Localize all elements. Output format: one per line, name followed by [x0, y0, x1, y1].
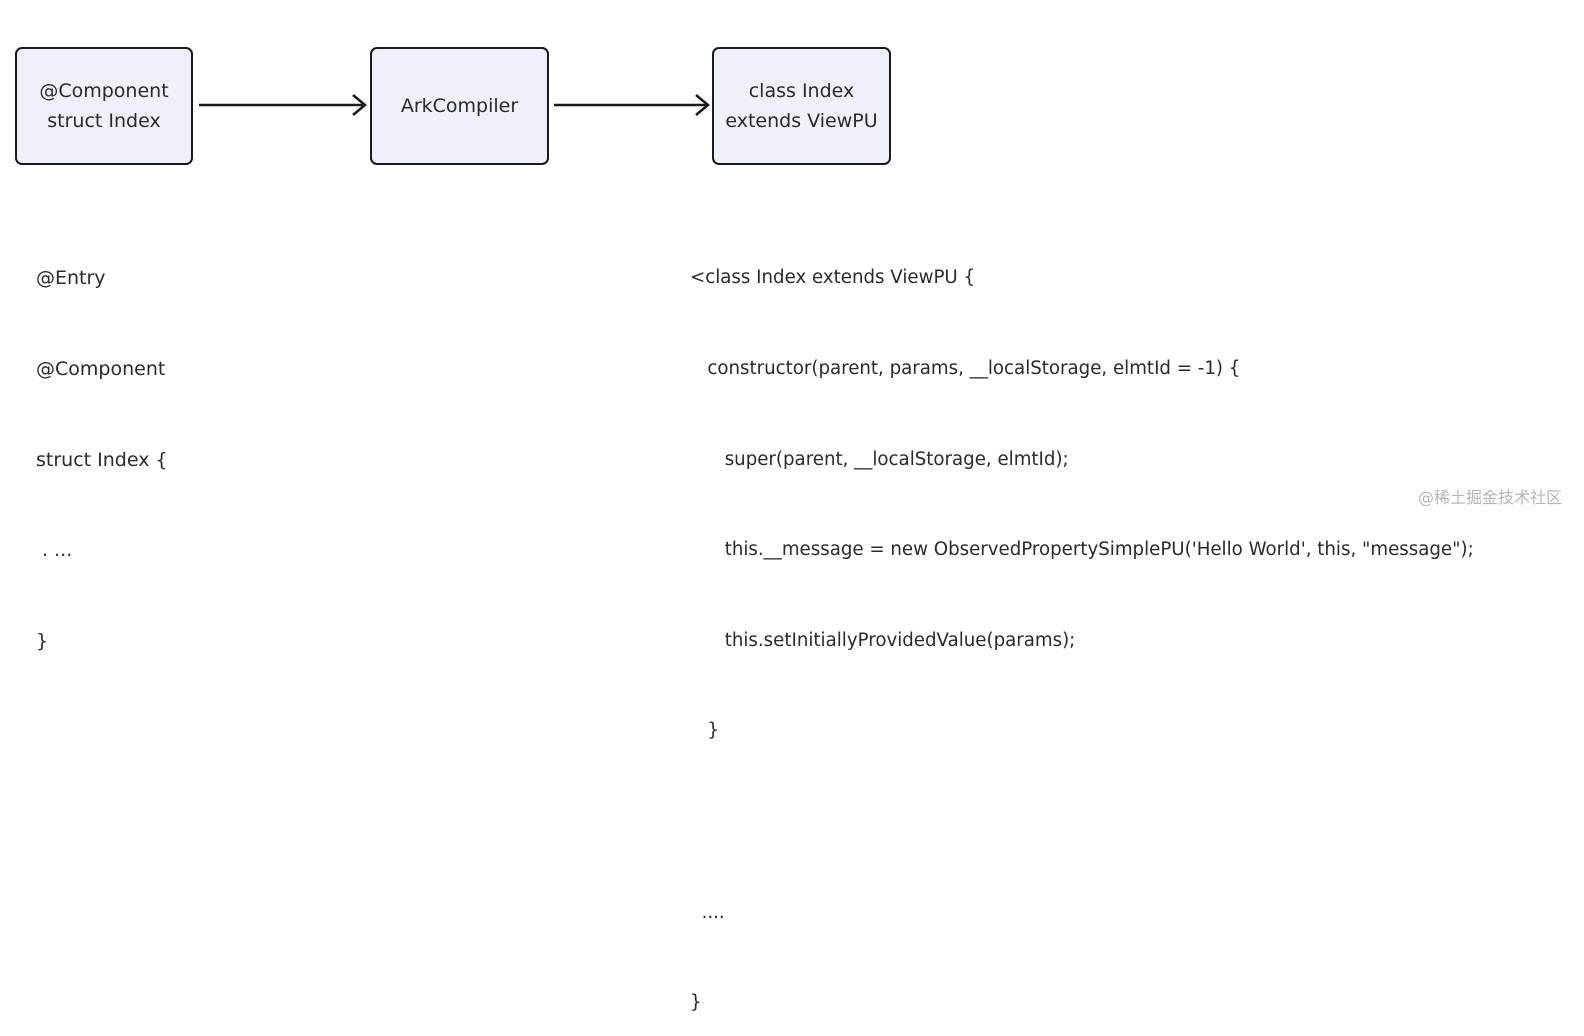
source-code-line: @Entry — [36, 267, 106, 290]
node-compiler-line-1: ArkCompiler — [400, 95, 519, 117]
source-code-line: } — [36, 629, 49, 652]
node-output-line-1: class Index — [748, 80, 855, 102]
arrow-compiler-to-output — [554, 94, 710, 116]
compiled-code-block: <class Index extends ViewPU { constructo… — [690, 203, 1474, 1036]
compiled-code-line: <class Index extends ViewPU { — [690, 267, 976, 289]
compiled-code-line: } — [690, 720, 719, 742]
arrow-source-to-compiler — [199, 94, 367, 116]
node-output-line-2: extends ViewPU — [725, 110, 878, 132]
compiled-code-line: this.setInitiallyProvidedValue(params); — [690, 629, 1076, 651]
node-source-line-1: @Component — [39, 80, 169, 102]
node-output-box: class Index extends ViewPU — [712, 47, 891, 165]
watermark-text: @稀土掘金技术社区 — [1417, 488, 1562, 507]
compiled-code-line: super(parent, __localStorage, elmtId); — [690, 448, 1069, 470]
source-code-line: . ... — [36, 539, 73, 562]
compiled-code-line: .... — [690, 901, 725, 923]
source-code-line: @Component — [36, 358, 166, 380]
source-code-line: struct Index { — [36, 448, 168, 471]
diagram-arrows — [199, 94, 710, 116]
node-compiler-box: ArkCompiler — [370, 47, 549, 165]
compiled-code-line: this.__message = new ObservedPropertySim… — [690, 539, 1474, 561]
compiled-code-line: constructor(parent, params, __localStora… — [690, 358, 1241, 379]
source-code-block: @Entry @Component struct Index { . ... } — [36, 203, 168, 686]
compiled-code-line: } — [690, 992, 702, 1014]
node-source-line-2: struct Index — [47, 110, 161, 132]
node-source-box: @Component struct Index — [15, 47, 193, 165]
compiled-code-line — [690, 807, 1474, 837]
